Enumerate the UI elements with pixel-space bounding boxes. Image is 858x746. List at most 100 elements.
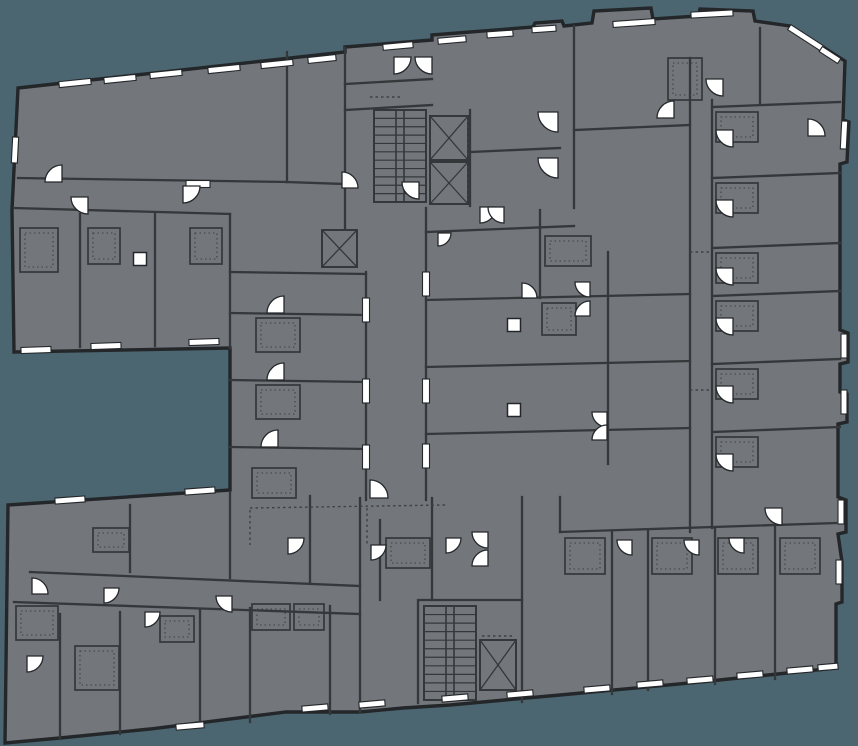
- interior-wall: [228, 445, 368, 451]
- interior-wall: [424, 292, 692, 302]
- elevator-x-diagonal: [479, 639, 517, 691]
- fixture-dotted-detail: [720, 187, 754, 209]
- fixture-dotted-detail: [164, 620, 190, 638]
- window-opening: [690, 9, 734, 19]
- fixture-dotted-detail: [260, 322, 296, 348]
- bathroom-fixture-box: [385, 537, 431, 569]
- bathroom-fixture-box: [255, 384, 301, 420]
- door-swing: [683, 539, 700, 556]
- window-opening: [184, 486, 216, 496]
- window-opening: [90, 341, 122, 351]
- fixture-box-outline: [87, 227, 121, 265]
- fixture-box-outline: [715, 436, 759, 468]
- door-swing: [144, 611, 161, 628]
- interior-wall: [424, 224, 576, 234]
- door-swing: [764, 507, 783, 526]
- window-opening: [840, 333, 848, 359]
- bathroom-fixture-box: [564, 537, 606, 575]
- fixture-dotted-detail: [720, 441, 754, 463]
- interior-wall: [228, 311, 368, 317]
- stairs-layer: [373, 109, 477, 701]
- window-opening: [612, 17, 656, 29]
- window-opening: [301, 703, 329, 713]
- bathroom-fixture-box: [15, 605, 59, 641]
- door-opening-slot: [421, 271, 431, 297]
- service-shaft: [506, 402, 522, 418]
- interior-wall: [572, 123, 692, 132]
- doors-layer: [26, 56, 826, 673]
- fixture-dotted-detail: [569, 542, 601, 570]
- interior-wall: [228, 270, 368, 276]
- door-swing: [182, 185, 201, 204]
- window-opening: [149, 68, 183, 80]
- fixture-dotted-detail: [546, 307, 572, 331]
- service-shaft: [506, 317, 522, 333]
- bathroom-fixture-box: [189, 227, 223, 265]
- service-shaft: [132, 251, 148, 267]
- door-swing: [574, 300, 591, 317]
- bathroom-fixture-box: [293, 603, 325, 631]
- door-swing: [31, 577, 49, 595]
- door-swing: [70, 196, 89, 215]
- fixture-box-outline: [293, 603, 325, 631]
- window-opening: [307, 53, 337, 65]
- door-swing: [616, 539, 633, 556]
- elevator-x-diagonal: [429, 161, 469, 205]
- bathroom-fixture-box: [251, 467, 297, 499]
- fixture-box-outline: [251, 603, 291, 631]
- fixture-box-outline: [715, 182, 759, 214]
- bathroom-fixture-box: [715, 182, 759, 214]
- bathroom-fixture-box: [251, 603, 291, 631]
- window-opening: [583, 684, 611, 694]
- fixture-box-outline: [189, 227, 223, 265]
- fixture-box-outline: [255, 317, 301, 353]
- bathroom-fixture-box: [159, 615, 195, 643]
- fixture-box-outline: [251, 467, 297, 499]
- bathroom-fixture-box: [715, 111, 759, 143]
- service-shafts-layer: [132, 251, 522, 418]
- door-swing: [471, 549, 489, 567]
- interior-wall: [424, 426, 692, 436]
- interior-wall: [16, 176, 289, 184]
- window-opening: [188, 337, 220, 347]
- fixture-dotted-detail: [256, 608, 286, 626]
- interior-wall: [710, 241, 842, 250]
- window-opening: [10, 136, 20, 164]
- door-opening-slot: [361, 378, 371, 404]
- door-swing: [715, 453, 734, 472]
- door-swing: [369, 479, 389, 499]
- fixture-dotted-detail: [720, 116, 754, 138]
- door-swing: [266, 362, 285, 381]
- elevator-shaft: [429, 115, 469, 161]
- fixture-dotted-detail: [79, 650, 115, 686]
- interior-wall: [710, 171, 842, 180]
- window-opening: [531, 24, 557, 34]
- door-swing: [215, 595, 233, 613]
- fixture-box-outline: [255, 384, 301, 420]
- window-opening: [358, 699, 386, 709]
- window-opening: [58, 77, 92, 89]
- door-opening-slot: [421, 443, 431, 469]
- door-swing: [437, 232, 452, 247]
- fixture-box-outline: [74, 645, 120, 691]
- window-opening: [818, 45, 842, 65]
- fixture-dotted-detail: [720, 373, 754, 395]
- window-opening: [686, 675, 714, 685]
- window-opening: [736, 670, 764, 680]
- fixture-box-outline: [544, 235, 592, 267]
- fixture-box-outline: [385, 537, 431, 569]
- door-swing: [414, 56, 433, 75]
- elevator-shaft: [429, 161, 469, 205]
- stair-enclosure: [373, 109, 427, 203]
- door-swing: [574, 281, 591, 298]
- door-swing: [715, 199, 734, 218]
- window-opening: [20, 345, 52, 355]
- window-opening: [506, 689, 534, 699]
- door-swing: [715, 317, 734, 336]
- bathroom-fixture-box: [87, 227, 121, 265]
- window-opening: [839, 120, 849, 150]
- interior-wall: [710, 425, 842, 434]
- interior-wall: [12, 206, 232, 216]
- door-swing: [656, 100, 675, 119]
- elevator-shaft: [321, 229, 358, 268]
